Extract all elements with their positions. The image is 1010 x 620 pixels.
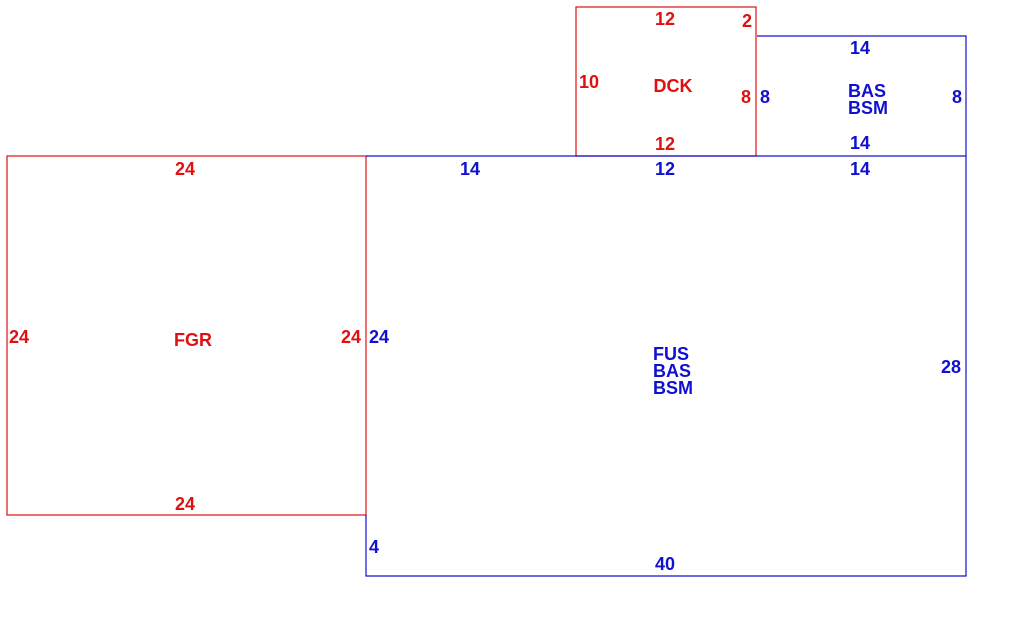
fgr-dim-left: 24: [9, 327, 29, 347]
upper-dim-right: 8: [952, 87, 962, 107]
main-dim-right: 28: [941, 357, 961, 377]
main-code-bsm: BSM: [653, 378, 693, 398]
main-dim-left: 24: [369, 327, 389, 347]
main-dim-bottom: 40: [655, 554, 675, 574]
dck-code: DCK: [654, 76, 693, 96]
dck-dim-left: 10: [579, 72, 599, 92]
dck-dim-right: 8: [741, 87, 751, 107]
fgr-dim-top: 24: [175, 159, 195, 179]
upper-code-bas: BAS: [848, 81, 886, 101]
upper-dim-top: 14: [850, 38, 870, 58]
upper-dim-left: 8: [760, 87, 770, 107]
fgr-code: FGR: [174, 330, 212, 350]
main-outline: [365, 155, 967, 577]
main-dim-top-right: 14: [850, 159, 870, 179]
upper-code-bsm: BSM: [848, 98, 888, 118]
main-code-bas: BAS: [653, 361, 691, 381]
dck-dim-notch: 2: [742, 11, 752, 31]
main-dim-top-left: 14: [460, 159, 480, 179]
main-dim-left-low: 4: [369, 537, 379, 557]
main-dim-top-mid: 12: [655, 159, 675, 179]
dck-dim-bottom: 12: [655, 134, 675, 154]
fgr-outline: [6, 155, 367, 516]
fgr-dim-bottom: 24: [175, 494, 195, 514]
upper-outline: [757, 35, 967, 156]
fgr-dim-right: 24: [341, 327, 361, 347]
dck-dim-top: 12: [655, 9, 675, 29]
upper-dim-bottom: 14: [850, 133, 870, 153]
main-code-fus: FUS: [653, 344, 689, 364]
